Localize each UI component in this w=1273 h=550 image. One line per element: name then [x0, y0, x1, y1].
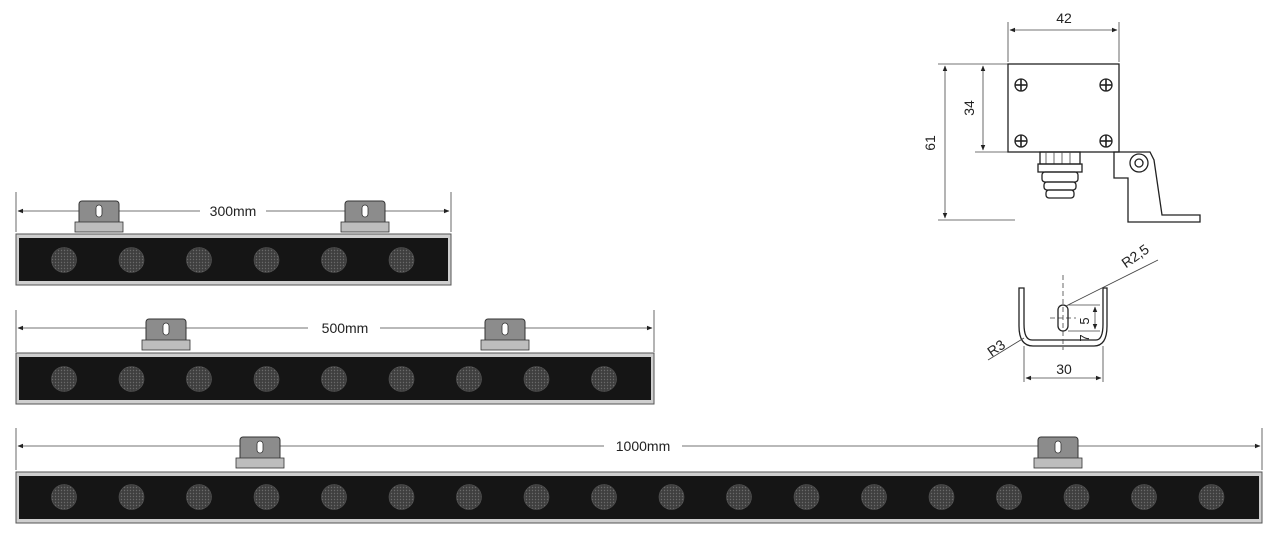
bar-body [19, 238, 448, 281]
width-label: 42 [1056, 10, 1072, 26]
screw-icon [1014, 134, 1028, 148]
led-lens [1063, 484, 1090, 510]
leader-line [987, 337, 1025, 361]
slot [1057, 304, 1069, 332]
lens-row [51, 366, 617, 392]
lens-row [51, 247, 415, 273]
slot-dim-a-label: 5 [1077, 317, 1092, 324]
cable-gland [1037, 151, 1083, 199]
mounting-bracket [1033, 436, 1083, 469]
length-label: 300mm [210, 203, 257, 219]
radius-top-label: R2,5 [1118, 241, 1152, 271]
bar-1000: 1000mm [15, 428, 1263, 524]
led-lens [118, 366, 145, 392]
radius-corner-label: R3 [984, 336, 1008, 359]
length-label: 500mm [322, 320, 369, 336]
body-height-label: 34 [961, 100, 977, 116]
led-lens [388, 366, 415, 392]
led-lens [456, 484, 482, 510]
total-height-label: 61 [922, 135, 938, 151]
length-label: 1000mm [616, 438, 670, 454]
slot-dim-b-label: 7 [1077, 334, 1092, 341]
led-lens [321, 366, 347, 392]
led-lens [523, 366, 550, 392]
led-lens [658, 484, 685, 510]
bar-body [19, 476, 1259, 519]
bracket-width-label: 30 [1056, 361, 1072, 377]
led-lens [51, 484, 77, 510]
bracket-outline [1018, 287, 1108, 347]
junction-box-view: 42 34 61 [922, 10, 1201, 223]
screw-icon [1099, 134, 1113, 148]
led-lens [321, 484, 347, 510]
mounting-bracket [340, 200, 390, 233]
lens-row [51, 484, 1225, 510]
led-lens [456, 366, 482, 392]
bar-300: 300mm [15, 192, 452, 286]
led-lens [51, 366, 77, 392]
led-lens [591, 484, 617, 510]
screw-icon [1099, 78, 1113, 92]
led-lens [186, 366, 212, 392]
bar-500: 500mm [15, 310, 655, 405]
side-bracket [1113, 151, 1201, 223]
led-lens [996, 484, 1022, 510]
led-lens [928, 484, 955, 510]
mounting-bracket [235, 436, 285, 469]
led-lens [186, 484, 212, 510]
led-lens [253, 484, 280, 510]
led-lens [321, 247, 347, 273]
led-lens [51, 247, 77, 273]
led-lens [388, 247, 415, 273]
screw-icon [1014, 78, 1028, 92]
led-lens [591, 366, 617, 392]
leader-line [1065, 259, 1159, 307]
led-lens [388, 484, 415, 510]
mounting-bracket [480, 318, 530, 351]
junction-box-body [1007, 63, 1120, 153]
led-lens [186, 247, 212, 273]
led-lens [523, 484, 550, 510]
led-lens [1198, 484, 1225, 510]
led-lens [861, 484, 887, 510]
led-lens [1131, 484, 1157, 510]
led-lens [793, 484, 820, 510]
led-lens [118, 484, 145, 510]
led-lens [253, 247, 280, 273]
led-lens [118, 247, 145, 273]
led-lens [253, 366, 280, 392]
mounting-bracket [74, 200, 124, 233]
led-lens [726, 484, 752, 510]
mounting-bracket [141, 318, 191, 351]
bracket-detail-view: R2,5 R3 5 7 30 [984, 241, 1159, 382]
